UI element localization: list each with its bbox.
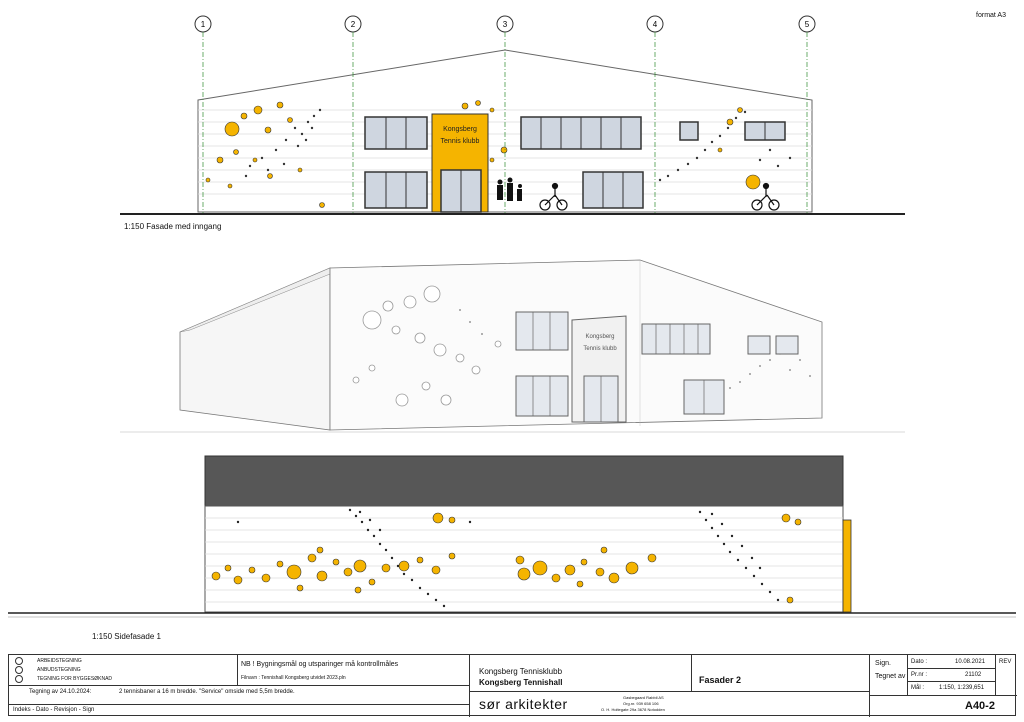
project-name: Kongsberg Tennishall xyxy=(479,678,563,687)
measure-note: NB ! Bygningsmål og utsparinger må kontr… xyxy=(241,661,399,668)
firm-info-2: Org.nr. 939 658 106 xyxy=(623,701,659,706)
side-facade-title: 1:150 Sidefasade 1 xyxy=(92,632,161,641)
people-silhouettes xyxy=(497,177,522,201)
bicycle-right xyxy=(751,182,780,211)
date-label: Dato : xyxy=(911,659,928,665)
side-roof xyxy=(204,455,844,507)
side-facade-drawing xyxy=(8,455,1016,618)
project-no-value: 21102 xyxy=(965,672,982,678)
front-sign-line2: Tennis klubb xyxy=(441,138,480,145)
bicycle-left xyxy=(539,182,568,211)
perspective-drawing: Kongsberg Tennis klubb xyxy=(120,259,905,433)
front-sign-line1: Kongsberg xyxy=(443,126,477,133)
front-decor-circles-right xyxy=(717,107,761,190)
grid-axis-label-3: 3 xyxy=(503,20,508,29)
drawing-note: 2 tennisbaner a 16 m bredde. "Service" o… xyxy=(119,689,295,695)
revision-header: Indeks - Dato - Revisjon - Sign xyxy=(13,707,95,713)
firm-info-3: O. H. Holtegate 29a 3678 Notodden xyxy=(601,707,665,712)
filename: Filnavn : Tennishall Kongsberg utvidet 2… xyxy=(241,675,346,681)
status-anbudstegning[interactable]: ANBUDSTEGNING xyxy=(15,666,81,674)
grid-axis-label-4: 4 xyxy=(653,20,658,29)
drawing-date: Tegning av 24.10.2024: xyxy=(29,689,92,695)
sign-label: Sign. xyxy=(875,660,891,667)
grid-axes: 1 2 3 4 5 xyxy=(194,15,816,33)
drawn-by-label: Tegnet av xyxy=(875,673,906,680)
perspective-decor-circles xyxy=(352,285,502,407)
scale-value: 1:150, 1:239,651 xyxy=(939,685,985,691)
status-arbeidstegning[interactable]: ARBEIDSTEGNING xyxy=(15,657,82,665)
checkbox-icon xyxy=(15,657,23,665)
format-label: format A3 xyxy=(976,12,1006,19)
drawing-title: Fasader 2 xyxy=(699,675,742,685)
grid-axis-label-1: 1 xyxy=(201,20,206,29)
grid-axis-label-5: 5 xyxy=(805,20,810,29)
client-name: Kongsberg Tennisklubb xyxy=(479,667,563,676)
side-decor-circles xyxy=(211,512,802,604)
perspective-sign-line2: Tennis klubb xyxy=(583,346,617,352)
scale-label: Mål : xyxy=(911,685,925,691)
perspective-sign-line1: Kongsberg xyxy=(585,334,614,340)
perspective-side-wall xyxy=(179,267,331,431)
front-building-outline xyxy=(197,49,813,213)
side-yellow-end xyxy=(842,519,852,613)
front-decor-circles-left xyxy=(205,101,325,208)
drawing-number: A40-2 xyxy=(965,700,995,712)
title-block: ARBEIDSTEGNING ANBUDSTEGNING TEGNING FOR… xyxy=(8,654,1017,717)
checkbox-icon xyxy=(15,675,23,683)
firm-logo: sør arkitekter xyxy=(479,696,568,712)
status-list: ARBEIDSTEGNING ANBUDSTEGNING TEGNING FOR… xyxy=(9,655,237,685)
status-byggesoknad[interactable]: TEGNING FOR BYGGESØKNAD xyxy=(15,675,112,683)
firm-info-1: Gasbegaard Rabbil AS xyxy=(623,695,664,700)
project-no-label: Pr.nr : xyxy=(911,672,928,678)
front-decor-circles-center xyxy=(461,100,508,163)
date-value: 10.08.2021 xyxy=(955,659,986,665)
front-facade-title: 1:150 Fasade med inngang xyxy=(124,222,222,231)
grid-axis-label-2: 2 xyxy=(351,20,356,29)
checkbox-icon xyxy=(15,666,23,674)
rev-label: REV xyxy=(999,659,1012,665)
front-facade-drawing: 1 2 3 4 5 Kongsberg Tennis klubb xyxy=(120,15,905,215)
